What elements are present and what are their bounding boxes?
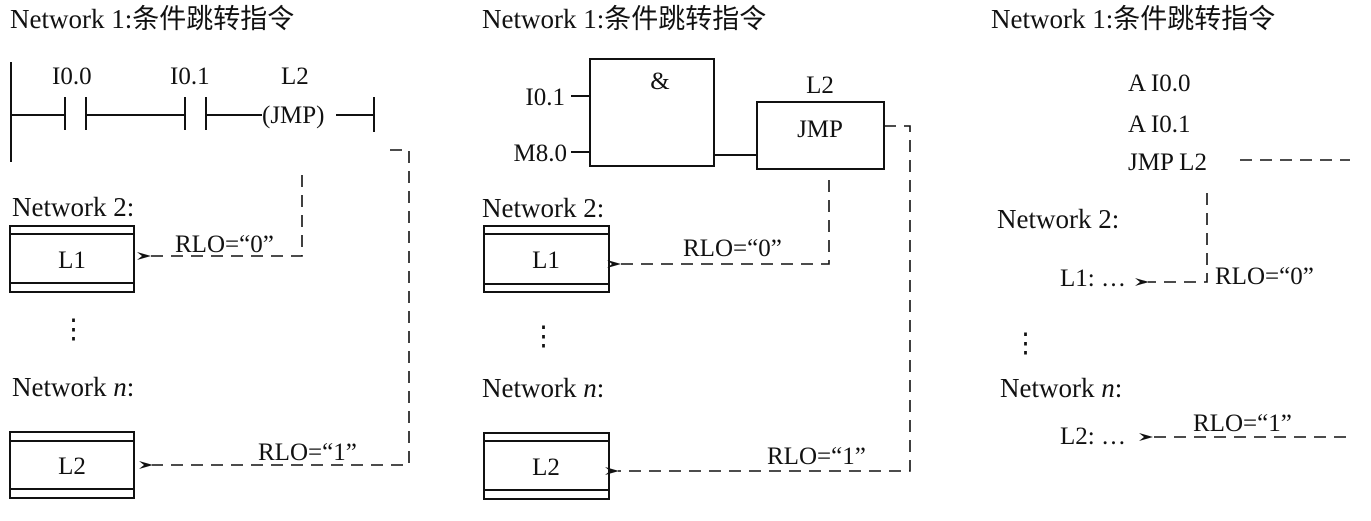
input-label-m80: M8.0 xyxy=(514,140,567,167)
input-label-i01: I0.1 xyxy=(525,84,565,111)
panel-fbd: Network 1:条件跳转指令 & I0.1 M8.0 L2 JMP Netw… xyxy=(482,4,911,500)
network1-title: Network 1:条件跳转指令 xyxy=(10,4,294,34)
contact-label-i00: I0.0 xyxy=(52,63,92,90)
network2-title: Network 2: xyxy=(997,204,1119,234)
jmp-text: JMP xyxy=(797,116,843,143)
rlo0-label: RLO=“0” xyxy=(175,231,274,258)
ellipsis: ⋮ xyxy=(530,321,557,351)
jmp-block xyxy=(756,101,885,170)
panel-stl: Network 1:条件跳转指令 A I0.0 A I0.1 JMP L2 Ne… xyxy=(991,4,1350,450)
l1-line: L1: … xyxy=(1060,265,1126,292)
rlo0-jump-path xyxy=(1135,193,1208,286)
stl-line-2: A I0.1 xyxy=(1128,111,1191,138)
network-n-title: Network n: xyxy=(482,373,604,403)
network1-title: Network 1:条件跳转指令 xyxy=(482,4,766,34)
network2-title: Network 2: xyxy=(482,193,604,223)
stl-line-1: A I0.0 xyxy=(1128,70,1191,97)
rlo0-label: RLO=“0” xyxy=(1215,263,1314,290)
jmp-label-l2: L2 xyxy=(806,72,834,99)
coil-label-l2: L2 xyxy=(281,63,309,90)
rlo1-label: RLO=“1” xyxy=(1193,410,1292,437)
rlo0-label: RLO=“0” xyxy=(683,235,782,262)
rlo1-label: RLO=“1” xyxy=(767,443,866,470)
label-box-l2: L2 xyxy=(483,432,610,500)
and-symbol: & xyxy=(650,68,669,95)
label-box-l2: L2 xyxy=(9,431,135,499)
network-n-title: Network n: xyxy=(12,372,134,402)
label-l1: L1 xyxy=(532,247,560,274)
label-l2: L2 xyxy=(532,454,560,481)
rlo0-jump-path xyxy=(137,175,303,260)
label-l1: L1 xyxy=(58,247,86,274)
and-block xyxy=(589,58,715,167)
network-n-title: Network n: xyxy=(1000,373,1122,403)
ellipsis: ⋮ xyxy=(60,314,87,344)
rlo0-jump-path xyxy=(607,180,830,268)
network1-title: Network 1:条件跳转指令 xyxy=(991,4,1275,34)
panel-ladder: Network 1:条件跳转指令 I0.0 I0.1 L2 (JMP) Netw… xyxy=(9,4,410,499)
stl-line-3: JMP L2 xyxy=(1128,149,1207,176)
label-box-l1: L1 xyxy=(483,225,610,293)
l2-line: L2: … xyxy=(1060,423,1126,450)
rlo1-jump-path xyxy=(139,149,410,469)
contact-label-i01: I0.1 xyxy=(170,63,210,90)
jmp-coil: (JMP) xyxy=(262,102,325,129)
ellipsis: ⋮ xyxy=(1012,328,1039,358)
label-box-l1: L1 xyxy=(9,225,135,293)
label-l2: L2 xyxy=(58,453,86,480)
rlo1-label: RLO=“1” xyxy=(258,439,357,466)
rlo1-jump-path xyxy=(605,125,911,475)
network2-title: Network 2: xyxy=(12,192,134,222)
